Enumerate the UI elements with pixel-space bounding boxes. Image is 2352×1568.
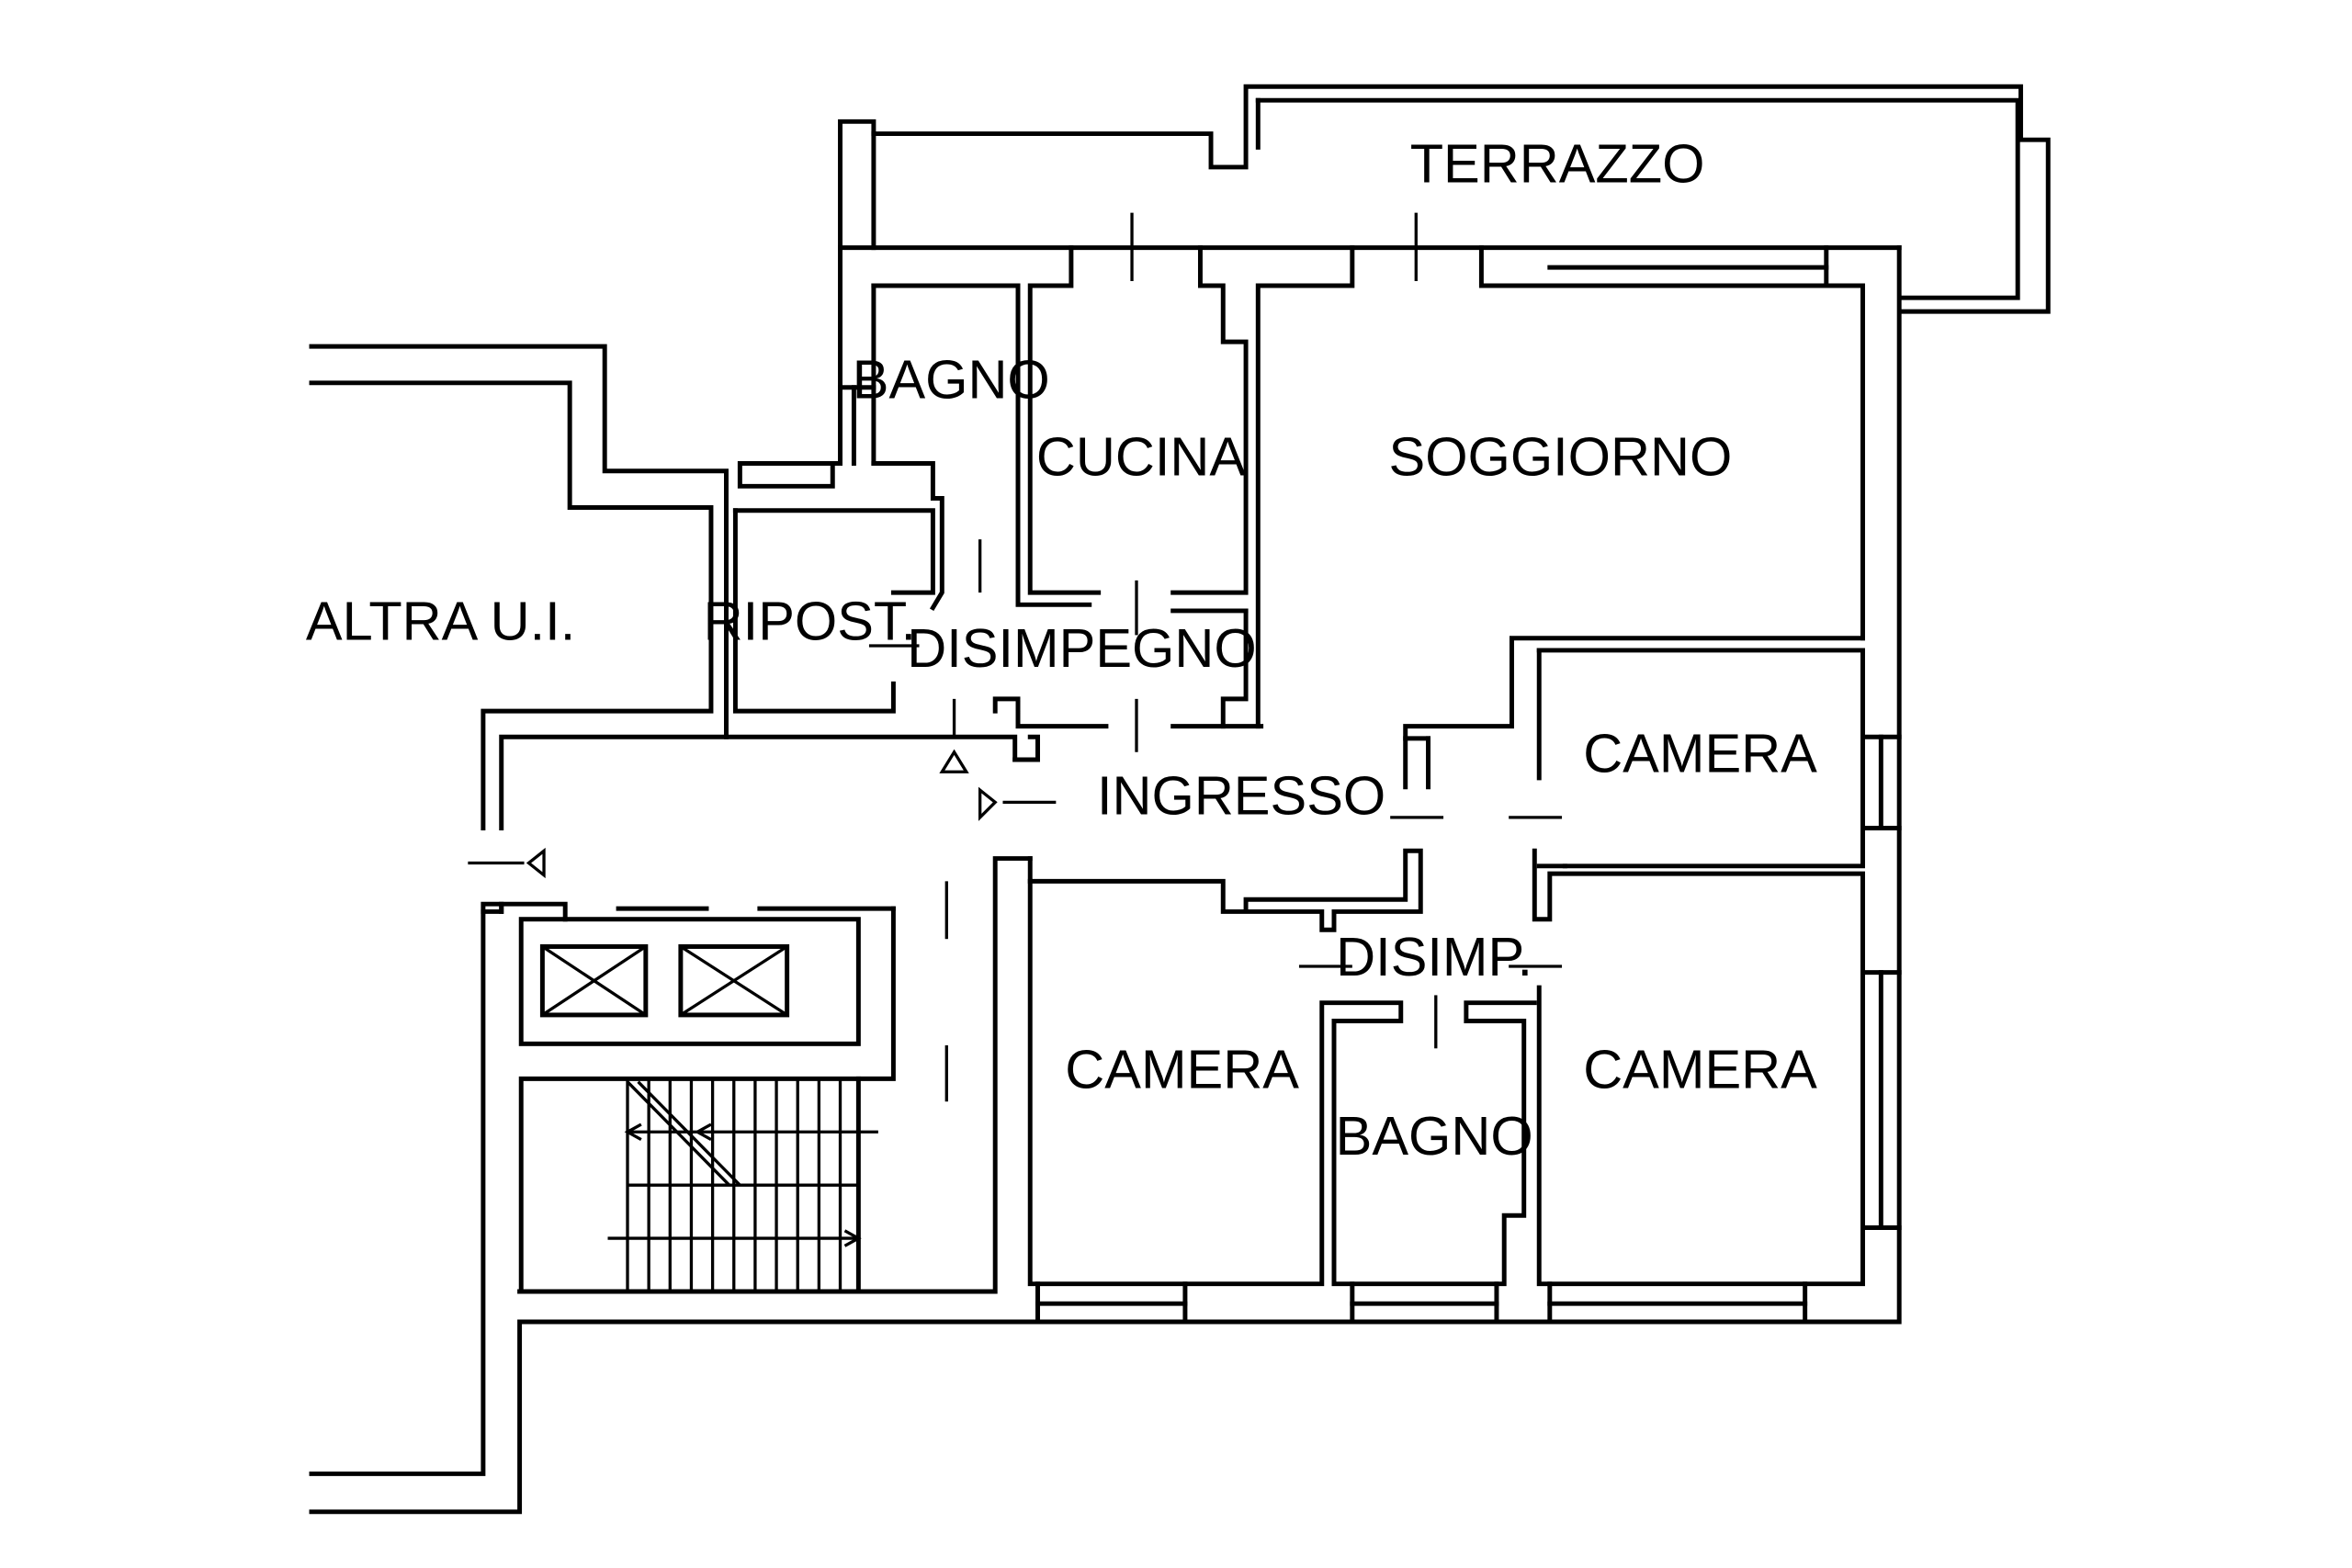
label-soggiorno: SOGGIORNO bbox=[1389, 426, 1733, 488]
label-terrazzo: TERRAZZO bbox=[1410, 132, 1705, 194]
outer-walls bbox=[737, 245, 1902, 1325]
interior-walls-right bbox=[1403, 636, 1902, 869]
label-bagno-top: BAGNO bbox=[853, 348, 1050, 410]
label-bagno-bottom: BAGNO bbox=[1336, 1105, 1533, 1167]
label-disimp: DISIMP. bbox=[1336, 926, 1532, 987]
interior-walls-top bbox=[732, 461, 1264, 762]
label-ripost: RIPOST. bbox=[704, 590, 917, 651]
label-camera-left: CAMERA bbox=[1065, 1038, 1299, 1100]
terrace-walls bbox=[838, 84, 2051, 314]
label-disimpegno: DISIMPEGNO bbox=[907, 617, 1256, 679]
label-cucina: CUCINA bbox=[1036, 426, 1246, 488]
label-camera-right-top: CAMERA bbox=[1583, 722, 1817, 784]
interior-walls-bottom bbox=[1027, 848, 1902, 1325]
neighbour-boundary bbox=[309, 344, 1033, 1515]
room-labels: TERRAZZO BAGNO CUCINA SOGGIORNO ALTRA U.… bbox=[306, 132, 1817, 1167]
door-markers bbox=[468, 212, 1563, 1102]
label-camera-right-bottom: CAMERA bbox=[1583, 1038, 1817, 1100]
label-ingresso: INGRESSO bbox=[1097, 765, 1385, 827]
label-altra-ui: ALTRA U.I. bbox=[306, 590, 575, 651]
staircase bbox=[518, 1076, 878, 1294]
elevator-block bbox=[481, 901, 896, 1081]
